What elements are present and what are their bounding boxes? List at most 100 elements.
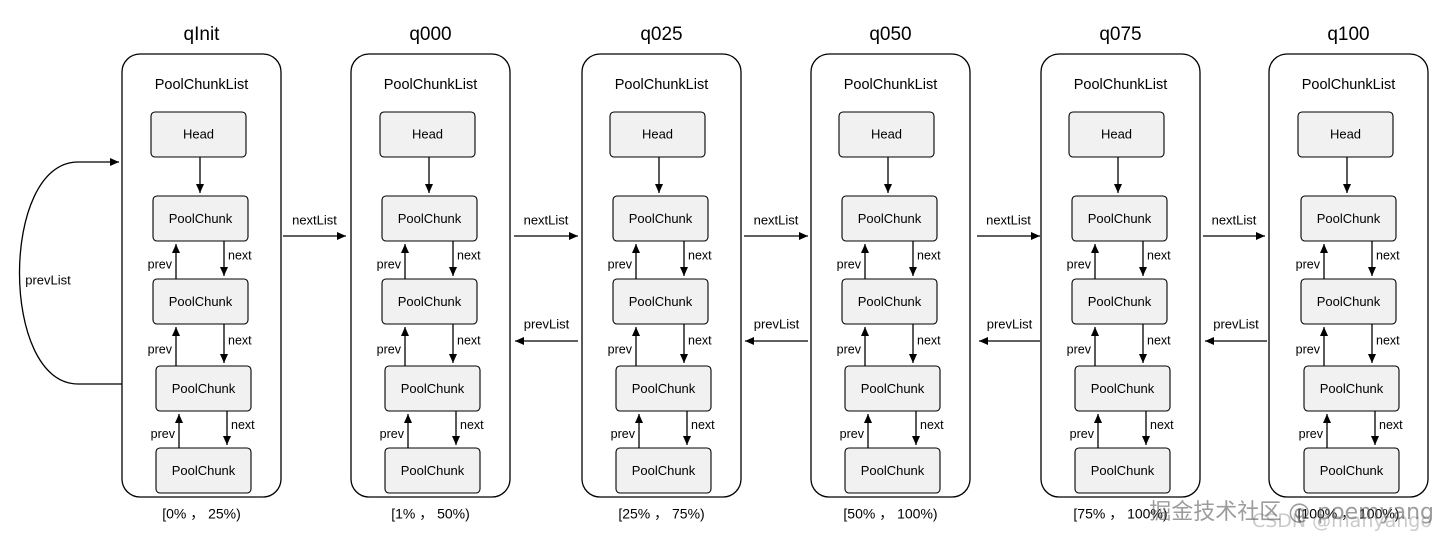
head-label: Head	[1101, 126, 1132, 141]
list-title: q025	[640, 24, 682, 45]
pool-chunk-node	[152, 278, 249, 325]
next-label: next	[917, 333, 941, 347]
pool-chunk-node	[1074, 365, 1171, 412]
prev-label: prev	[377, 257, 402, 271]
pool-chunk-label: PoolChunk	[398, 294, 462, 309]
pool-chunk-label: PoolChunk	[398, 211, 462, 226]
prev-label: prev	[608, 342, 633, 356]
pool-chunk-label: PoolChunk	[632, 381, 696, 396]
head-node	[838, 111, 935, 158]
list-title: q000	[409, 24, 451, 45]
pool-chunk-node	[1300, 278, 1397, 325]
next-label: next	[1147, 248, 1171, 262]
pool-chunk-label: PoolChunk	[1088, 211, 1152, 226]
container-label: PoolChunkList	[615, 77, 709, 93]
prev-label: prev	[611, 427, 636, 441]
prev-label: prev	[148, 257, 173, 271]
pool-chunk-node	[615, 365, 712, 412]
pool-chunk-node	[1300, 195, 1397, 242]
pool-chunk-node	[1071, 278, 1168, 325]
pool-chunk-node	[155, 365, 252, 412]
next-label: next	[457, 248, 481, 262]
pool-chunk-list-q100: q100PoolChunkListHeadPoolChunkPoolChunkP…	[1268, 24, 1429, 522]
qinit-prev-list-label: prevList	[25, 272, 71, 287]
head-label: Head	[183, 126, 214, 141]
pool-chunk-node	[844, 447, 941, 494]
pool-chunk-node	[1074, 447, 1171, 494]
pool-chunk-label: PoolChunk	[1317, 211, 1381, 226]
next-list-label: nextList	[524, 212, 569, 227]
next-label: next	[917, 248, 941, 262]
container-label: PoolChunkList	[1302, 77, 1396, 93]
range-label: [25% ， 75%)	[618, 506, 704, 522]
prev-list-label: prevList	[524, 316, 570, 331]
pool-chunk-list-qInit: qInitPoolChunkListHeadPoolChunkPoolChunk…	[121, 24, 282, 522]
prev-list-label: prevList	[754, 316, 800, 331]
prev-label: prev	[840, 427, 865, 441]
prev-label: prev	[837, 342, 862, 356]
prev-label: prev	[1070, 427, 1095, 441]
pool-chunk-node	[384, 365, 481, 412]
container-label: PoolChunkList	[1074, 77, 1168, 93]
watermark: CSDN @mahyango 掘金技术社区 @ poemyang	[1094, 494, 1434, 534]
pool-chunk-node	[1303, 447, 1400, 494]
prev-label: prev	[608, 257, 633, 271]
watermark-line1: 掘金技术社区 @ poemyang	[1149, 500, 1434, 525]
pool-chunk-node	[1303, 365, 1400, 412]
next-list-label: nextList	[292, 212, 337, 227]
range-label: [1% ， 50%)	[391, 506, 470, 522]
container-label: PoolChunkList	[844, 77, 938, 93]
pool-chunk-node	[155, 447, 252, 494]
next-label: next	[691, 418, 715, 432]
pool-chunk-label: PoolChunk	[629, 294, 693, 309]
prev-label: prev	[1299, 427, 1324, 441]
pool-chunk-label: PoolChunk	[861, 381, 925, 396]
prev-label: prev	[148, 342, 173, 356]
prev-label: prev	[837, 257, 862, 271]
next-label: next	[1376, 248, 1400, 262]
pool-chunk-label: PoolChunk	[401, 381, 465, 396]
range-label: [50% ， 100%)	[843, 506, 937, 522]
pool-chunk-label: PoolChunk	[1091, 381, 1155, 396]
head-node	[609, 111, 706, 158]
pool-chunk-label: PoolChunk	[172, 381, 236, 396]
watermark-line2: CSDN @mahyango	[1251, 510, 1432, 532]
pool-chunk-node	[844, 365, 941, 412]
pool-chunk-list-q000: q000PoolChunkListHeadPoolChunkPoolChunkP…	[350, 24, 511, 522]
next-list-label: nextList	[754, 212, 799, 227]
list-title: q050	[869, 24, 911, 45]
range-label: [0% ， 25%)	[162, 506, 241, 522]
pool-chunk-label: PoolChunk	[1091, 463, 1155, 478]
pool-chunk-node	[612, 278, 709, 325]
head-label: Head	[871, 126, 902, 141]
pool-chunk-node	[841, 278, 938, 325]
next-list-label: nextList	[1212, 212, 1257, 227]
next-label: next	[231, 418, 255, 432]
pool-chunk-node	[612, 195, 709, 242]
pool-chunk-node	[381, 278, 478, 325]
list-title: q075	[1099, 24, 1141, 45]
prev-label: prev	[1296, 342, 1321, 356]
next-label: next	[920, 418, 944, 432]
next-label: next	[688, 333, 712, 347]
prev-list-label: prevList	[987, 316, 1033, 331]
next-label: next	[1379, 418, 1403, 432]
next-label: next	[1150, 418, 1174, 432]
next-list-label: nextList	[986, 212, 1031, 227]
pool-chunk-label: PoolChunk	[169, 211, 233, 226]
prev-label: prev	[151, 427, 176, 441]
next-label: next	[228, 333, 252, 347]
prev-label: prev	[380, 427, 405, 441]
pool-chunk-list-q025: q025PoolChunkListHeadPoolChunkPoolChunkP…	[581, 24, 742, 522]
range-label: [100% ， 100%)	[1298, 506, 1400, 522]
pool-chunk-node	[841, 195, 938, 242]
pool-chunk-list-q050: q050PoolChunkListHeadPoolChunkPoolChunkP…	[810, 24, 971, 522]
head-node	[150, 111, 247, 158]
prev-label: prev	[1296, 257, 1321, 271]
pool-chunk-label: PoolChunk	[401, 463, 465, 478]
pool-chunk-label: PoolChunk	[1320, 381, 1384, 396]
prev-label: prev	[1067, 342, 1092, 356]
pool-chunk-label: PoolChunk	[629, 211, 693, 226]
pool-chunk-label: PoolChunk	[169, 294, 233, 309]
